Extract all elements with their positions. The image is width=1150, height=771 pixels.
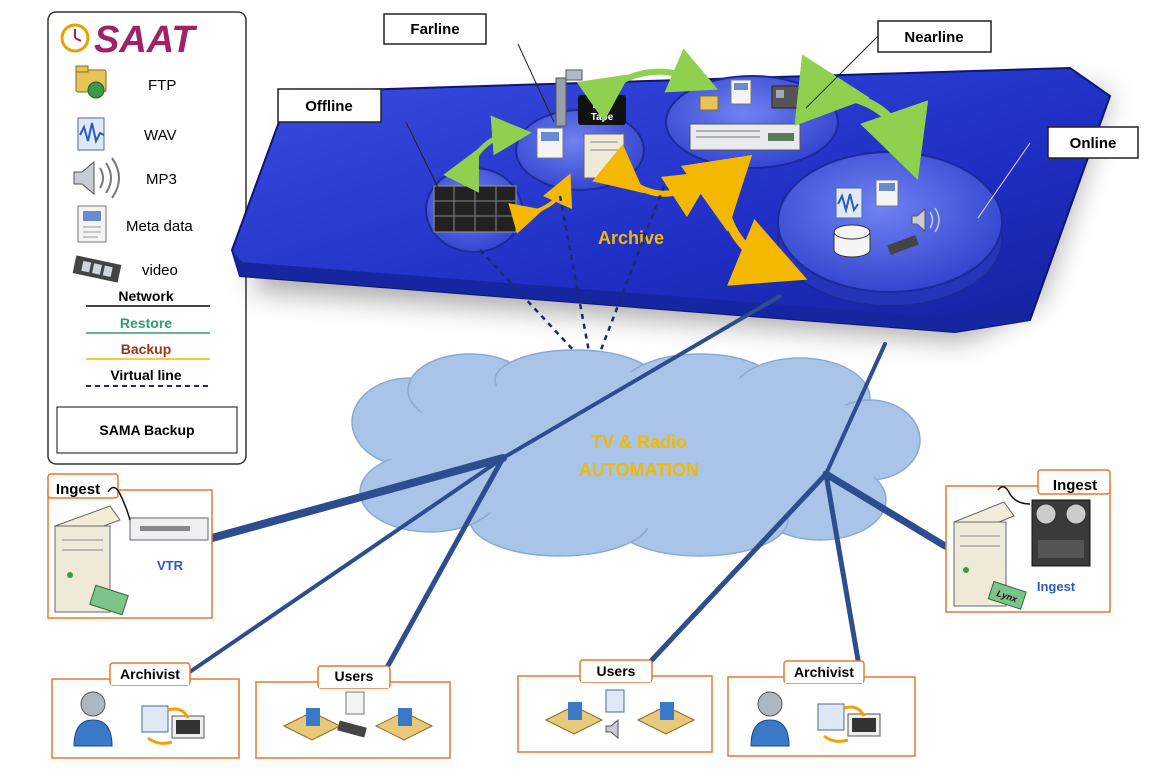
users-right-title: Users: [597, 663, 636, 679]
archivist-right-box: Archivist: [727, 660, 916, 757]
restore-arrow: [443, 115, 532, 193]
legend-line-label: Virtual line: [110, 367, 182, 383]
legend-item-video: video: [72, 255, 178, 283]
nearline-disc: [665, 75, 839, 169]
workstation-icon: [636, 702, 696, 735]
person-icon: [73, 691, 113, 747]
offline-disc: [425, 167, 523, 253]
callout-offline: Offline: [277, 88, 445, 201]
legend-line-network: Network: [86, 288, 210, 307]
rack-server-icon: [689, 123, 801, 151]
legend-label: Meta data: [126, 218, 193, 235]
file-transfer-icon: [817, 703, 881, 743]
audio-wave-file-icon: [835, 187, 863, 219]
legend-label: MP3: [146, 171, 177, 188]
users-left-box: Users: [255, 665, 451, 759]
film-strip-icon: [337, 720, 367, 738]
folder-globe-icon: [699, 95, 719, 111]
archive-label: Archive: [598, 228, 664, 248]
document-icon: [730, 79, 752, 105]
tier-farline-label: Farline: [410, 21, 459, 38]
folder-globe-icon: [75, 65, 107, 99]
document-icon: [345, 691, 365, 715]
backup-arrow: [680, 154, 808, 286]
archivist-left-title: Archivist: [120, 666, 180, 682]
legend-line-label: Network: [118, 288, 173, 304]
backup-arrow: [508, 173, 573, 234]
sama-backup-label: SAMA Backup: [99, 422, 194, 438]
audio-wave-file-icon: [77, 117, 105, 151]
document-icon: [77, 205, 107, 243]
ingest-right-sub: Ingest: [1037, 579, 1076, 594]
users-left-title: Users: [335, 668, 374, 684]
archivist-right-title: Archivist: [794, 664, 854, 680]
legend-item-wav: WAV: [77, 117, 177, 151]
sama-backup-box: SAMA Backup: [56, 406, 238, 454]
speaker-icon: [73, 157, 120, 199]
legend: SAAT FTP WAV M: [47, 11, 247, 465]
restore-arrow: [576, 48, 719, 122]
users-right-box: Users: [517, 659, 713, 753]
ingest-left-box: Ingest VTR: [47, 473, 213, 619]
online-disc: [777, 151, 1003, 307]
person-icon: [750, 691, 790, 747]
callout-farline: Farline: [383, 13, 555, 123]
reel-to-reel-icon: [997, 486, 1091, 567]
server-rack-icon: [433, 185, 517, 233]
legend-item-ftp: FTP: [75, 65, 176, 99]
legend-line-label: Backup: [121, 341, 172, 357]
restore-arrow: [794, 54, 929, 180]
server-tower-icon: [583, 133, 625, 179]
tier-online-label: Online: [1070, 135, 1117, 152]
saat-logo: SAAT: [60, 19, 197, 61]
logo-text: SAAT: [94, 19, 197, 61]
legend-item-meta-data: Meta data: [77, 205, 193, 243]
callout-online: Online: [977, 126, 1139, 219]
legend-label: FTP: [148, 77, 176, 94]
document-icon: [536, 127, 564, 159]
film-strip-icon: [887, 235, 919, 255]
cloud-line2: AUTOMATION: [579, 460, 699, 480]
tier-nearline-label: Nearline: [904, 29, 963, 46]
document-icon: [875, 179, 899, 207]
ingest-right-box: Ingest Lynx Ingest: [945, 469, 1111, 613]
automation-cloud: TV & Radio AUTOMATION: [351, 349, 921, 557]
archivist-left-box: Archivist: [51, 662, 240, 759]
speaker-icon: [605, 718, 619, 740]
server-tower-icon: Lynx: [953, 501, 1027, 610]
workstation-icon: [544, 702, 604, 735]
file-transfer-icon: [141, 705, 205, 745]
film-strip-icon: [72, 255, 122, 283]
network-device-icon: [771, 85, 803, 109]
callout-nearline: Nearline: [805, 20, 992, 109]
network-lines: [176, 294, 949, 683]
workstation-icon: [282, 708, 342, 741]
vtr-device-icon: [107, 486, 209, 541]
legend-item-mp3: MP3: [73, 157, 177, 199]
tier-offline-label: Offline: [305, 98, 353, 115]
vtr-label: VTR: [157, 558, 184, 573]
legend-line-virtual: Virtual line: [86, 367, 210, 387]
legend-line-label: Restore: [120, 315, 172, 331]
legend-label: WAV: [144, 127, 177, 144]
server-tower-icon: [54, 505, 129, 616]
database-icon: [833, 224, 871, 258]
ingest-right-title: Ingest: [1053, 477, 1097, 494]
cloud-line1: TV & Radio: [591, 432, 687, 452]
audio-wave-file-icon: [605, 689, 625, 713]
legend-label: video: [142, 262, 178, 279]
legend-line-restore: Restore: [86, 315, 210, 334]
ingest-left-title: Ingest: [56, 481, 100, 498]
legend-line-backup: Backup: [86, 341, 210, 360]
virtual-lines: [479, 185, 666, 369]
workstation-icon: [374, 708, 434, 741]
speaker-icon: [911, 207, 940, 233]
